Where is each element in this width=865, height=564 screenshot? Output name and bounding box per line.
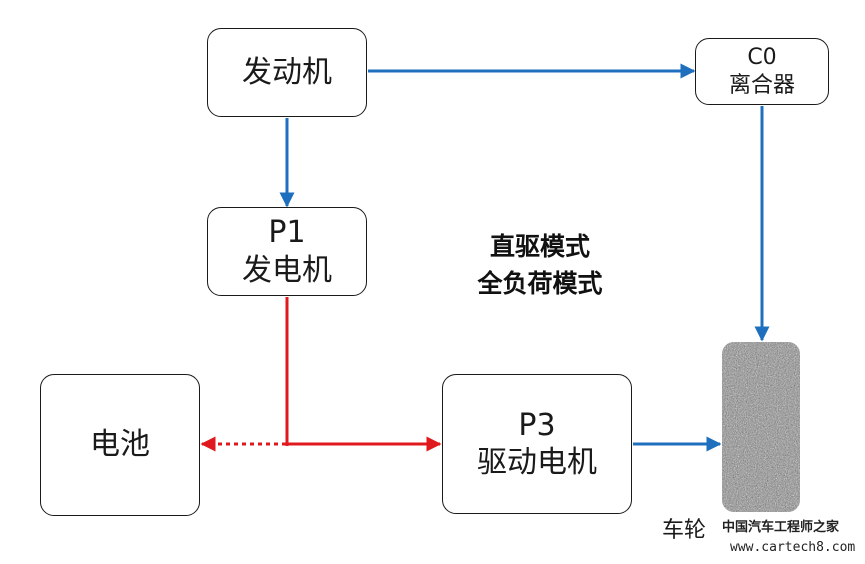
engine-label: 发动机 <box>242 54 332 90</box>
p1-code: P1 <box>268 215 306 250</box>
wheel-texture <box>722 342 800 512</box>
p1-label: 发电机 <box>242 252 332 288</box>
clutch-code: C0 <box>747 45 777 70</box>
wheel-label: 车轮 <box>662 518 707 543</box>
engine-node: 发动机 <box>207 28 367 117</box>
clutch-c0-node: C0 离合器 <box>695 38 829 105</box>
mode-line-full-load: 全负荷模式 <box>477 269 603 298</box>
clutch-label: 离合器 <box>728 72 795 98</box>
mode-line-direct-drive: 直驱模式 <box>489 232 590 261</box>
p3-drive-motor-node: P3 驱动电机 <box>442 374 632 514</box>
watermark-text: 中国汽车工程师之家 <box>722 520 840 535</box>
watermark-url: www.cartech8.com <box>730 540 856 555</box>
battery-label: 电池 <box>90 427 150 463</box>
mode-caption: 直驱模式 全负荷模式 <box>440 228 640 302</box>
p3-label: 驱动电机 <box>477 445 597 480</box>
wheel-node <box>722 342 800 512</box>
p3-code: P3 <box>518 407 556 443</box>
p1-generator-node: P1 发电机 <box>207 207 367 296</box>
battery-node: 电池 <box>40 374 200 516</box>
